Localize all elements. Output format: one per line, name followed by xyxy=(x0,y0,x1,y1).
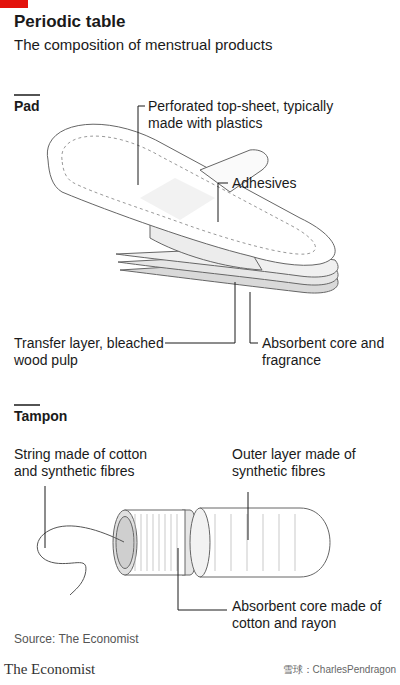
leader-lines xyxy=(138,106,258,343)
section-heading: Pad xyxy=(14,98,94,115)
chart-subtitle: The composition of menstrual products xyxy=(14,36,394,54)
ridge xyxy=(153,514,154,571)
section-heading: Tampon xyxy=(14,408,94,425)
part-label: Transfer layer, bleached wood pulp xyxy=(14,335,164,369)
section-rule xyxy=(14,94,40,96)
ridge xyxy=(263,514,264,571)
ridge xyxy=(279,514,280,571)
ridge xyxy=(165,514,166,571)
ridge xyxy=(147,514,148,571)
source-note: Source: The Economist xyxy=(14,632,264,646)
watermark: 雪球：CharlesPendragon xyxy=(230,664,396,676)
ridge xyxy=(177,514,178,571)
tampon-string xyxy=(37,526,124,595)
chart-title: Periodic table xyxy=(14,12,125,32)
part-label: Perforated top-sheet, typically made wit… xyxy=(148,98,348,132)
ridge xyxy=(215,514,216,571)
brand-footer: The Economist xyxy=(4,660,164,678)
part-label: String made of cotton and synthetic fibr… xyxy=(14,446,174,480)
ridge xyxy=(231,514,232,571)
leader-lines xyxy=(45,486,248,610)
tampon-ridges xyxy=(135,514,295,571)
ridge xyxy=(295,514,296,571)
ridge xyxy=(247,514,248,571)
ridge xyxy=(171,514,172,571)
part-label: Adhesives xyxy=(232,175,352,192)
part-label: Absorbent core made of cotton and rayon xyxy=(232,598,387,632)
pad-drawing xyxy=(47,124,338,293)
red-tag xyxy=(0,0,28,8)
ridge xyxy=(159,514,160,571)
section-rule xyxy=(14,404,40,406)
ridge xyxy=(135,514,136,571)
tampon-drawing xyxy=(113,508,330,577)
part-label: Absorbent core and fragrance xyxy=(262,335,387,369)
part-label: Outer layer made of synthetic fibres xyxy=(232,446,382,480)
ridge xyxy=(141,514,142,571)
